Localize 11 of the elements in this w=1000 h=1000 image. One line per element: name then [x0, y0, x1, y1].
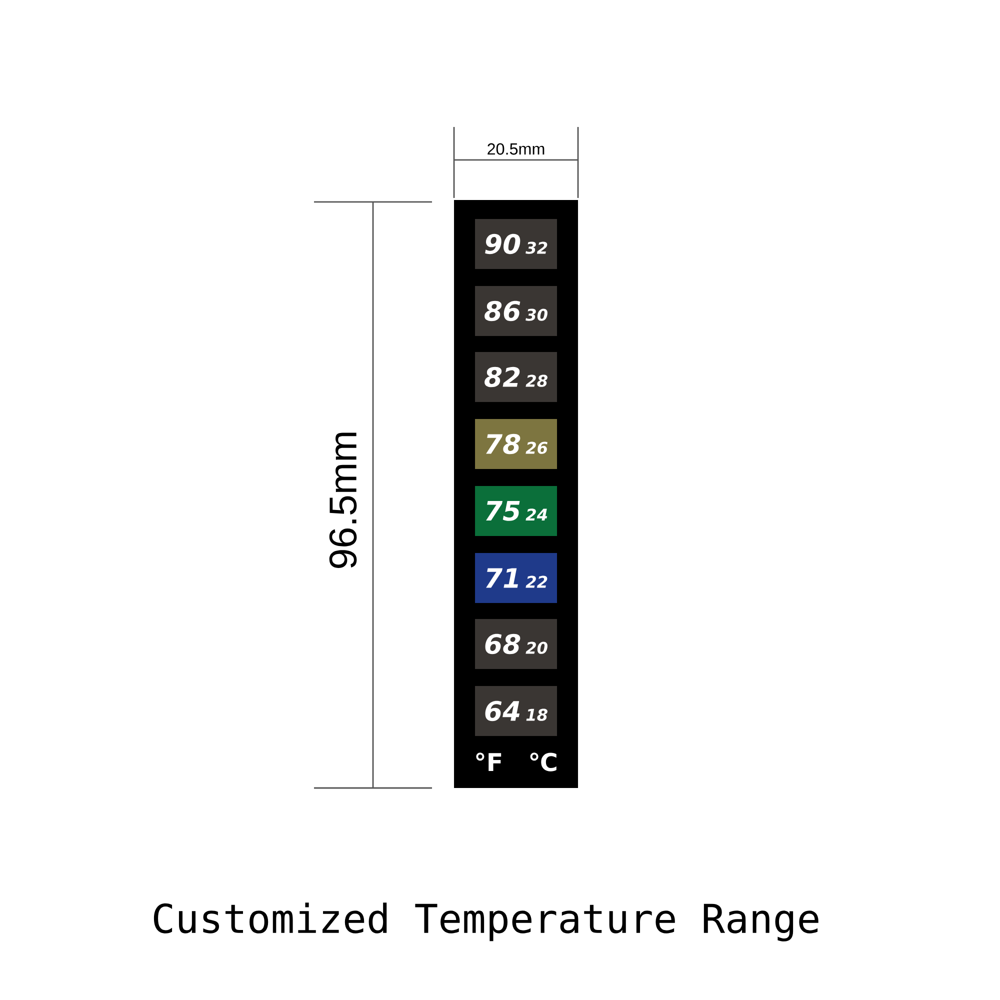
dimension-label: 20.5mm — [488, 143, 544, 155]
temperature-cell: 68 20 — [475, 618, 557, 669]
dimension-label: 96.5mm — [329, 432, 357, 568]
caption: Customized Temperature Range — [154, 902, 818, 942]
temperature-cell: 78 26 — [475, 418, 557, 469]
temperature-cell: 86 30 — [475, 286, 557, 336]
temperature-cell: 90 32 — [475, 218, 557, 269]
temperature-cell: 82 28 — [475, 352, 557, 402]
temperature-cell: 64 18 — [475, 686, 557, 736]
temperature-cell: 75 24 — [475, 486, 557, 536]
temperature-cell: 71 22 — [475, 553, 557, 603]
